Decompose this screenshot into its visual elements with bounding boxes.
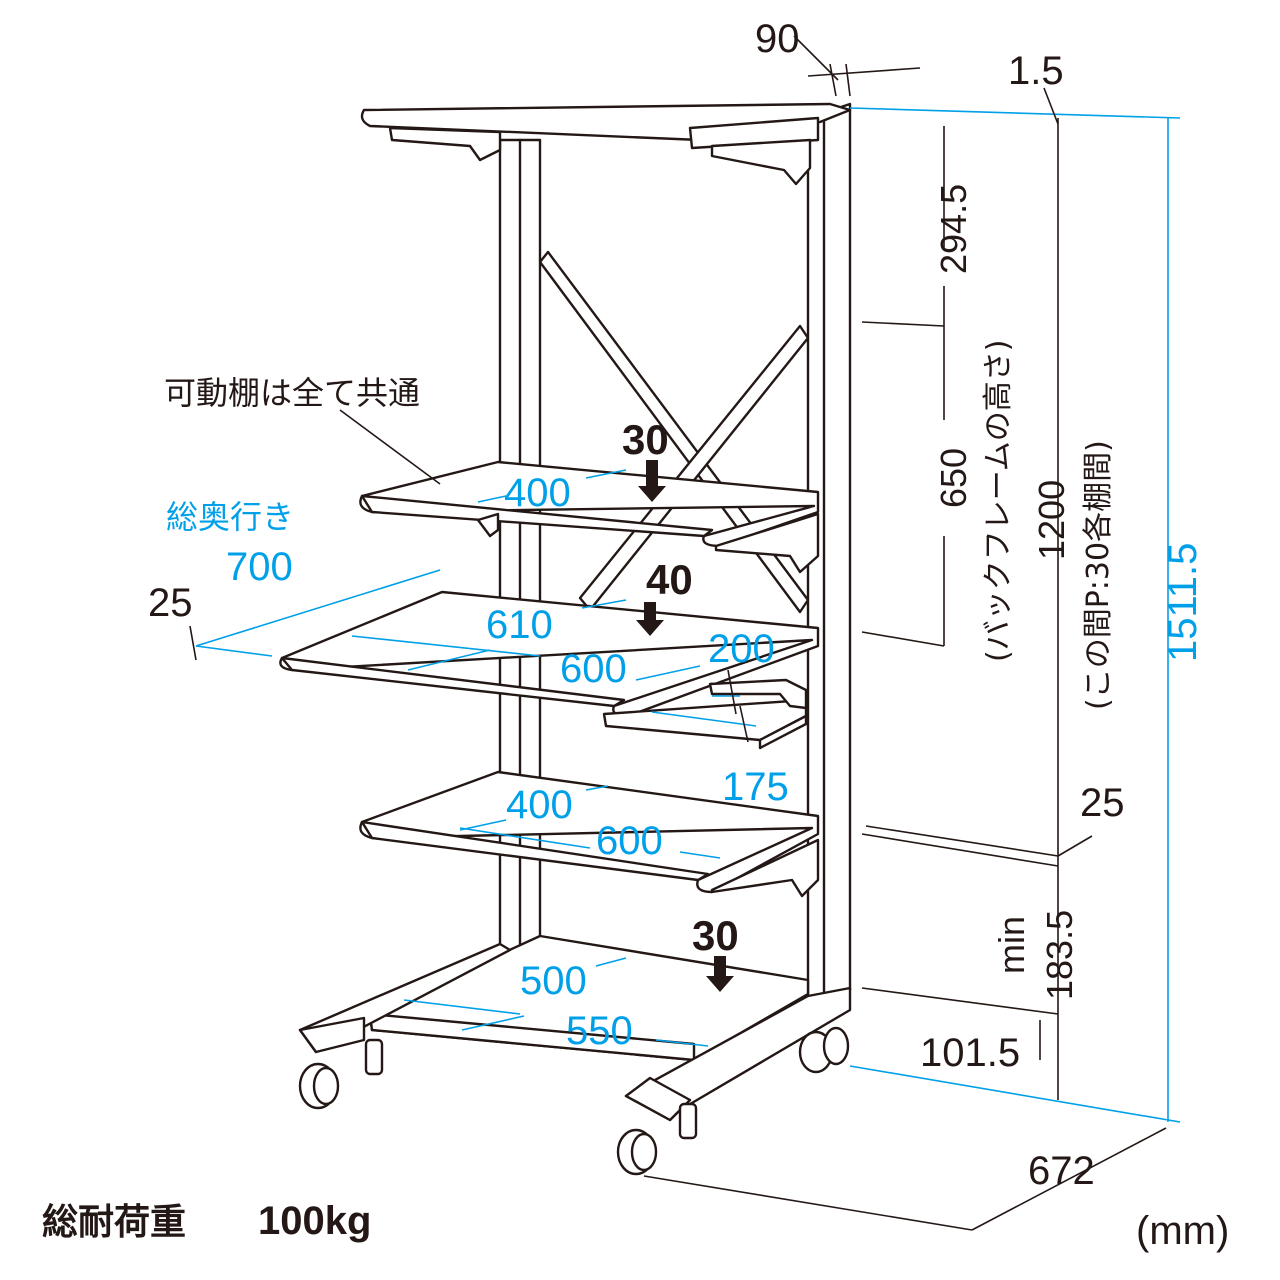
total-load-label: 総耐荷重 <box>42 1202 186 1243</box>
shelf2-depth: 610 <box>486 603 553 647</box>
base-frame <box>298 934 852 1176</box>
overhang-25: 25 <box>148 581 193 625</box>
top-thickness-1-5: 1.5 <box>1008 49 1064 93</box>
height-294-5: 294.5 <box>933 184 974 274</box>
load-top-shelf: 30 <box>622 416 669 463</box>
shelf3-width: 600 <box>596 819 663 863</box>
total-height-1511-5: 1511.5 <box>1161 543 1205 662</box>
height-650: 650 <box>933 448 974 508</box>
load-bottom-shelf: 30 <box>692 912 739 959</box>
down-arrow-icon <box>636 602 664 636</box>
total-depth-label: 総奥行き <box>166 498 294 536</box>
load-arrows <box>636 460 734 992</box>
common-shelf-note: 可動棚は全て共通 <box>164 374 420 412</box>
caster-front-right <box>616 1128 658 1176</box>
back-frame-height-label: (バックフレームの高さ) <box>981 339 1016 662</box>
shelf2-width: 600 <box>560 647 627 691</box>
top-board <box>360 102 852 186</box>
leg-left <box>364 1038 384 1076</box>
down-arrow-icon <box>706 956 734 992</box>
min-label: min <box>991 916 1032 974</box>
height-1200: 1200 <box>1031 480 1072 560</box>
shelf-1 <box>359 460 820 574</box>
shelf-pitch-note: (この間P:30各棚間) <box>1081 440 1116 710</box>
black-dimension-lines <box>189 35 1167 1231</box>
down-arrow-icon <box>638 460 666 502</box>
slide-tray-depth: 175 <box>722 765 789 809</box>
unit-mm: (mm) <box>1136 1209 1229 1253</box>
height-101-5: 101.5 <box>920 1031 1020 1075</box>
load-middle-shelf: 40 <box>646 556 693 603</box>
total-depth-700: 700 <box>226 545 293 589</box>
base-width: 550 <box>566 1009 633 1053</box>
shelf-2 <box>279 590 820 750</box>
shelf1-depth: 400 <box>504 471 571 515</box>
cyan-dimension-lines <box>195 107 1181 1123</box>
slide-tray-width: 200 <box>708 627 775 671</box>
shelf3-depth: 400 <box>506 783 573 827</box>
base-depth: 500 <box>520 959 587 1003</box>
depth-672: 672 <box>1028 1149 1095 1193</box>
leg-right <box>678 1102 698 1140</box>
rack-illustration <box>279 102 852 1176</box>
shelf-3 <box>359 770 820 898</box>
height-183-5: 183.5 <box>1039 910 1080 1000</box>
height-25: 25 <box>1080 781 1125 825</box>
caster-back-right <box>798 1026 850 1074</box>
caster-front-left <box>298 1062 340 1110</box>
top-depth-90: 90 <box>755 17 800 61</box>
total-load-value: 100kg <box>258 1199 371 1243</box>
